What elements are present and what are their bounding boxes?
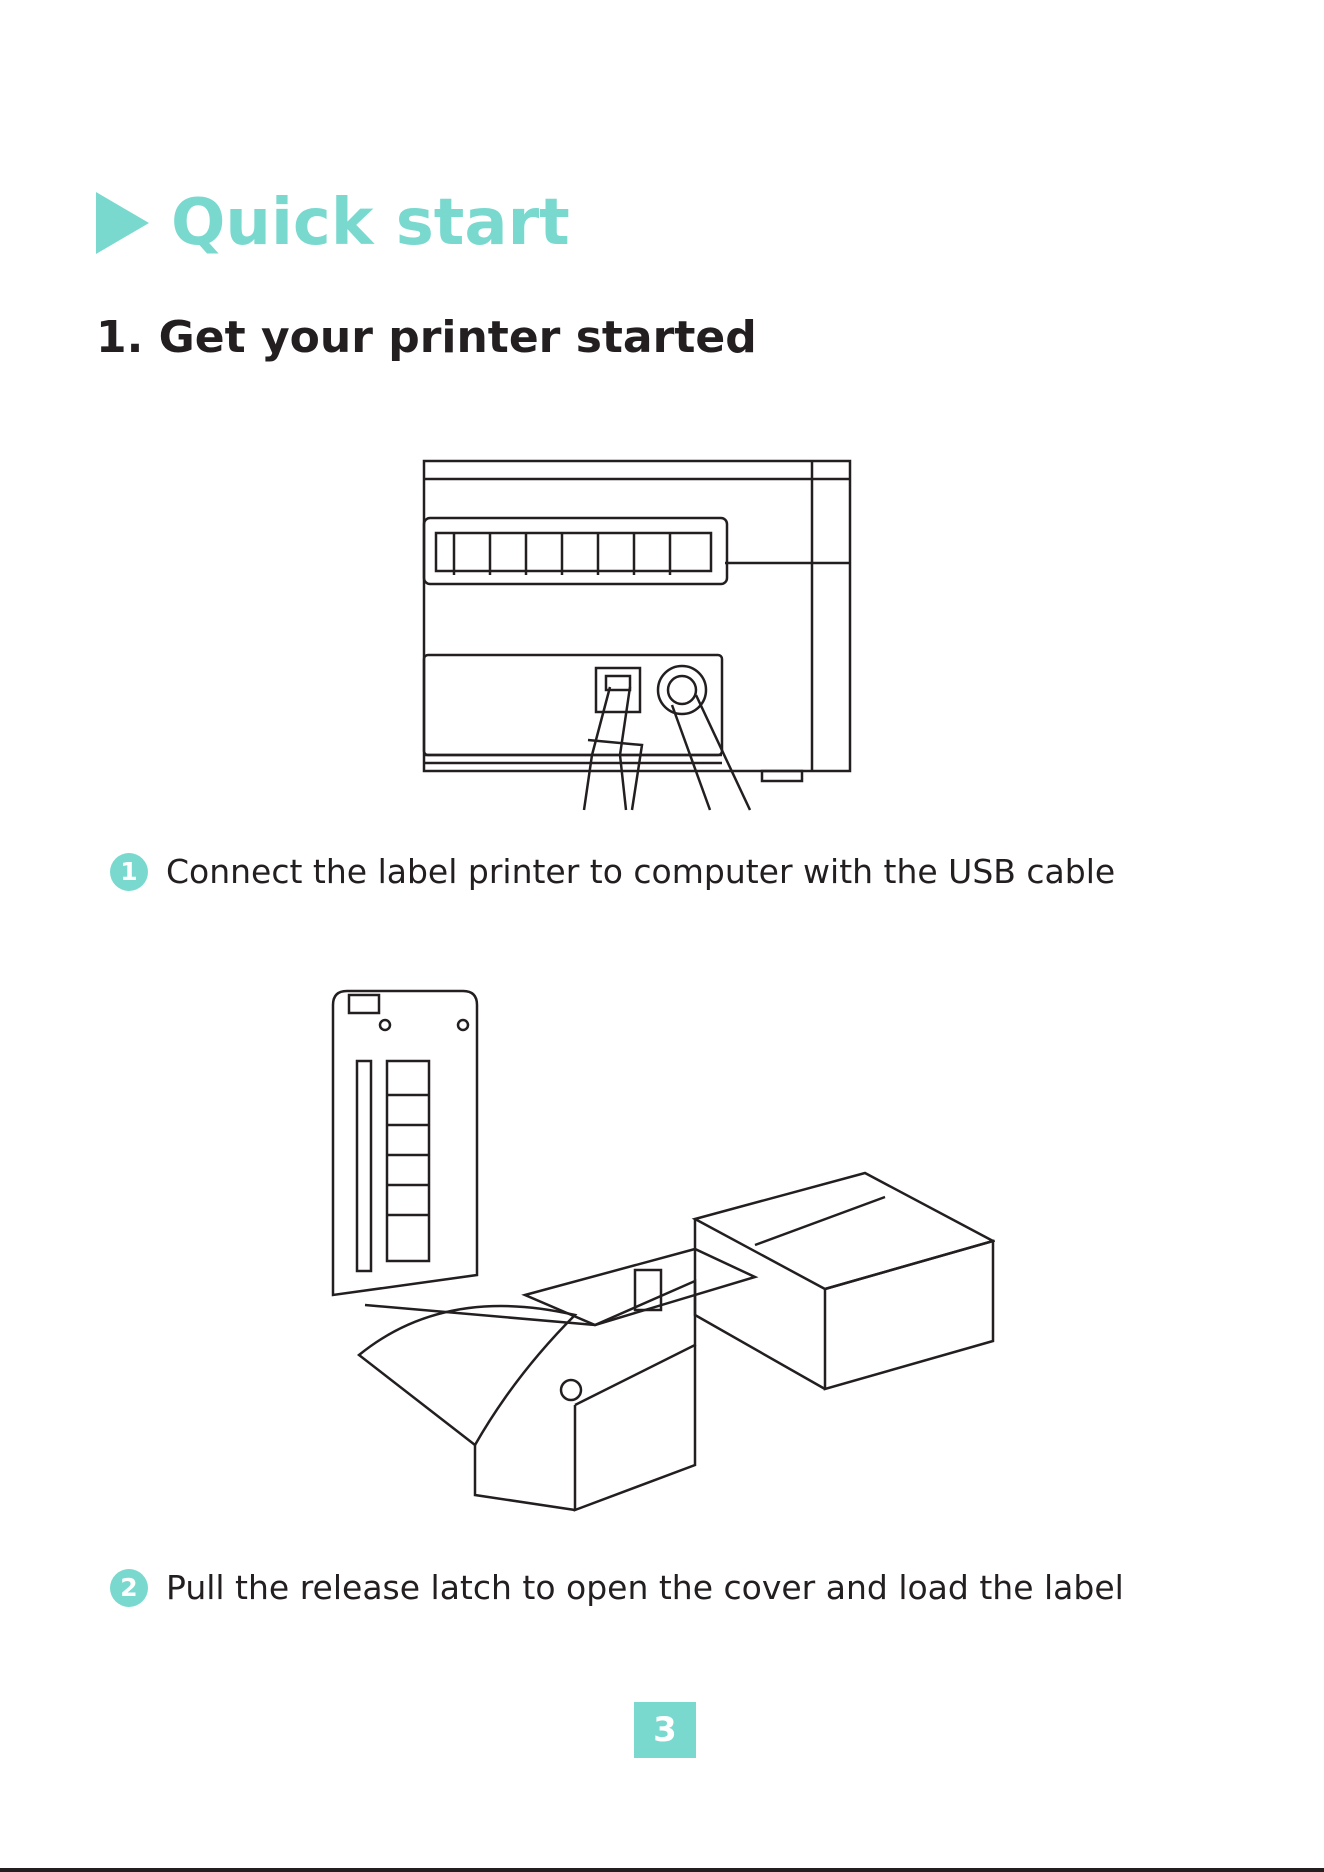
printer-loading-illustration (325, 985, 995, 1525)
printer-usb-illustration (420, 455, 860, 815)
power-port-inner (668, 676, 696, 704)
port-panel (424, 655, 722, 755)
printer-cover (333, 991, 477, 1295)
printer-foot (762, 771, 802, 781)
page-number: 3 (634, 1702, 696, 1758)
section-header: Quick start (96, 178, 570, 268)
cover-screw (458, 1020, 468, 1030)
label-box-fold (755, 1197, 885, 1245)
label-spindle (561, 1380, 581, 1400)
power-cable (672, 705, 710, 810)
printer-base-left (475, 1445, 575, 1510)
label-sheet (359, 1306, 575, 1445)
print-head (357, 1061, 371, 1271)
label-guide (635, 1270, 661, 1310)
usb-plug (588, 740, 642, 810)
page-subtitle: 1. Get your printer started (96, 312, 757, 363)
step-text: Pull the release latch to open the cover… (166, 1568, 1124, 1607)
printer-base-front (575, 1345, 695, 1510)
release-latch (349, 995, 379, 1013)
usb-cable (620, 687, 630, 810)
top-margin (0, 0, 1324, 110)
step-number-badge: 2 (110, 1569, 148, 1607)
bottom-border (0, 1868, 1324, 1872)
cover-screw (380, 1020, 390, 1030)
label-box-front (695, 1219, 825, 1389)
label-strip (525, 1249, 755, 1325)
printer-base-top (365, 1281, 695, 1405)
step-text: Connect the label printer to computer wi… (166, 852, 1115, 891)
section-title: Quick start (171, 186, 570, 260)
printer-body (424, 461, 850, 771)
cover-roller (387, 1061, 429, 1261)
step-item: 1 Connect the label printer to computer … (110, 852, 1115, 891)
step-item: 2 Pull the release latch to open the cov… (110, 1568, 1124, 1607)
power-port (658, 666, 706, 714)
step-number-badge: 1 (110, 853, 148, 891)
triangle-right-icon (96, 192, 149, 254)
label-box-top (695, 1173, 993, 1289)
label-slot (424, 518, 727, 584)
label-box-side (825, 1241, 993, 1389)
